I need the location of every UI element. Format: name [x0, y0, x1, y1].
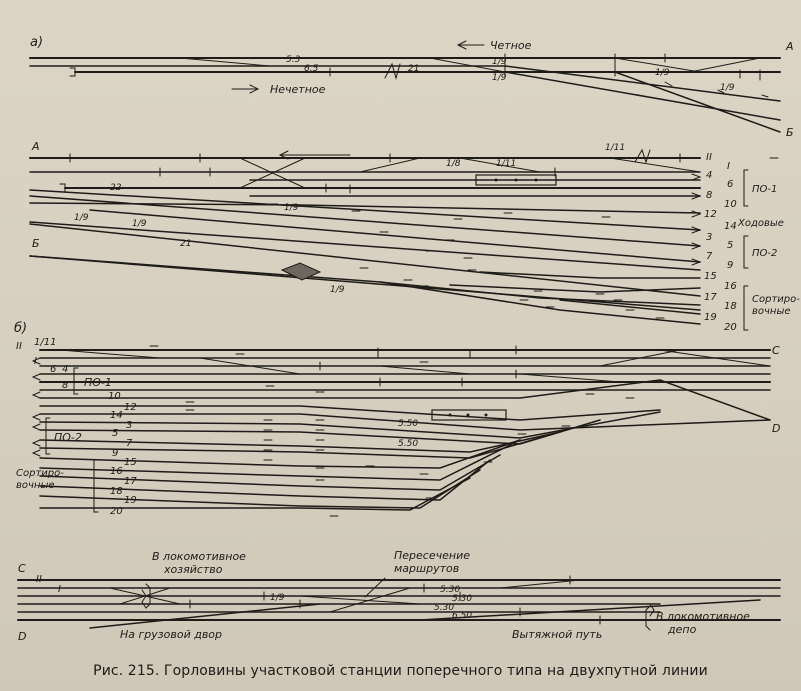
switch-label-6-5: 6.5 — [304, 64, 319, 74]
group-sortiro: Сортиро- — [752, 294, 800, 305]
note-freight-yard: На грузовой двор — [120, 628, 222, 641]
switch-label-1-8: 1/8 — [446, 159, 461, 169]
track-num-14: 14 — [724, 221, 737, 232]
switch-label-1-9b: 1/9 — [492, 73, 507, 83]
group-hodovye: Ходовые — [737, 218, 784, 229]
track-b-3: 3 — [126, 420, 132, 431]
end-label-b-top: Б — [786, 126, 794, 139]
track-num-19: 19 — [704, 312, 717, 323]
track-b-17: 17 — [124, 476, 137, 487]
note-loco-1: В локомотивное — [152, 550, 246, 563]
track-b-7: 7 — [126, 438, 133, 449]
track-num-6: 6 — [727, 179, 733, 190]
group-b-po-1: ПО-1 — [84, 376, 112, 389]
switch-label-1-11-top: 1/11 — [605, 143, 625, 153]
track-b-8: 8 — [62, 380, 68, 391]
switch-label-1-9-c: 1/9 — [284, 203, 299, 213]
end-label-b-mid: Б — [32, 237, 40, 250]
switch-label-1-9c: 1/9 — [655, 68, 670, 78]
switch-label-1-11: 1/11 — [496, 159, 516, 169]
end-label-c-c: С — [18, 562, 26, 575]
track-num-4: 4 — [706, 170, 712, 181]
track-num-9: 9 — [727, 260, 733, 271]
track-num-3: 3 — [706, 232, 712, 243]
track-num-8: 8 — [706, 190, 712, 201]
group-po-2: ПО-2 — [752, 248, 777, 259]
switch-label-1-9-d: 1/9 — [330, 285, 345, 295]
group-b-sortiro: Сортиро- — [16, 468, 64, 479]
track-num-i: I — [727, 161, 730, 172]
group-vochnye: вочные — [752, 306, 791, 317]
group-po-1: ПО-1 — [752, 184, 777, 195]
switch-label-1-9d: 1/9 — [720, 83, 735, 93]
track-b-10: 10 — [108, 391, 121, 402]
end-label-d-b: D — [772, 422, 780, 435]
track-num-5: 5 — [727, 240, 733, 251]
track-b-6: 6 — [50, 364, 56, 375]
panel-a-label: а) — [30, 35, 43, 50]
track-num-12: 12 — [704, 209, 717, 220]
switch-label-21-mid: 21 — [180, 239, 191, 249]
end-label-a-mid: А — [31, 140, 40, 153]
figure-caption: Рис. 215. Горловины участковой станции п… — [93, 663, 708, 679]
switch-label-22: 22 — [110, 183, 122, 193]
direction-even: Четное — [456, 39, 532, 52]
note-pull-track: Вытяжной путь — [512, 628, 602, 641]
track-b-15: 15 — [124, 457, 137, 468]
direction-odd: Нечетное — [231, 83, 326, 96]
track-b-16: 16 — [110, 466, 123, 477]
switch-c-5-30-b: 5.30 — [452, 594, 472, 604]
note-loco-2: хозяйство — [163, 563, 223, 576]
end-label-d-c: D — [18, 630, 26, 643]
note-depot-1: В локомотивное — [656, 610, 750, 623]
direction-odd-label: Нечетное — [270, 83, 326, 96]
note-depot-2: депо — [667, 623, 697, 636]
track-b-14: 14 — [110, 410, 123, 421]
panel-a2: А Б — [29, 140, 800, 333]
switch-label-5-3: 5.3 — [286, 55, 301, 65]
track-num-ii: II — [706, 152, 712, 163]
track-b-i: I — [34, 356, 37, 367]
track-num-7: 7 — [706, 251, 713, 262]
track-b-ii: II — [16, 341, 22, 352]
switch-c-5-30-c: 5.30 — [434, 603, 454, 613]
track-num-18: 18 — [724, 301, 737, 312]
switch-b-5-50-b: 5.50 — [398, 439, 418, 449]
switch-c-6-50: 6.50 — [452, 611, 472, 621]
end-label-c-b: С — [772, 344, 780, 357]
note-cross-1: Пересечение — [394, 549, 470, 562]
track-b-4: 4 — [62, 364, 68, 375]
track-num-17: 17 — [704, 292, 717, 303]
track-b-9: 9 — [112, 448, 118, 459]
track-b-1-11: 1/11 — [34, 337, 56, 348]
track-b-19: 19 — [124, 495, 137, 506]
track-c-i: I — [58, 584, 61, 595]
track-num-16: 16 — [724, 281, 737, 292]
switch-label-21: 21 — [408, 64, 419, 74]
group-b-vochnye: вочные — [16, 480, 55, 491]
track-num-10: 10 — [724, 199, 737, 210]
switch-label-1-9a: 1/9 — [492, 57, 507, 67]
direction-even-label: Четное — [490, 39, 532, 52]
track-b-5: 5 — [112, 428, 118, 439]
panel-c: С D II I В локомотивное хозяйство Пересе… — [17, 549, 781, 643]
switch-label-1-9-a: 1/9 — [74, 213, 89, 223]
panel-a: а) А Б Четное Нечетное — [29, 35, 794, 139]
end-label-a-top: А — [785, 40, 794, 53]
track-num-20: 20 — [724, 322, 737, 333]
panel-b: б) С D — [14, 321, 780, 517]
group-b-po-2: ПО-2 — [54, 431, 82, 444]
switch-c-5-30-a: 5.30 — [440, 585, 460, 595]
switch-b-5-50-a: 5.50 — [398, 419, 418, 429]
track-b-18: 18 — [110, 486, 123, 497]
track-num-15: 15 — [704, 271, 717, 282]
track-b-20: 20 — [110, 506, 123, 517]
panel-b-label: б) — [14, 321, 27, 336]
track-b-12: 12 — [124, 402, 137, 413]
switch-c-1-9: 1/9 — [270, 593, 285, 603]
switch-label-1-9-b: 1/9 — [132, 219, 147, 229]
note-cross-2: маршрутов — [394, 562, 459, 575]
